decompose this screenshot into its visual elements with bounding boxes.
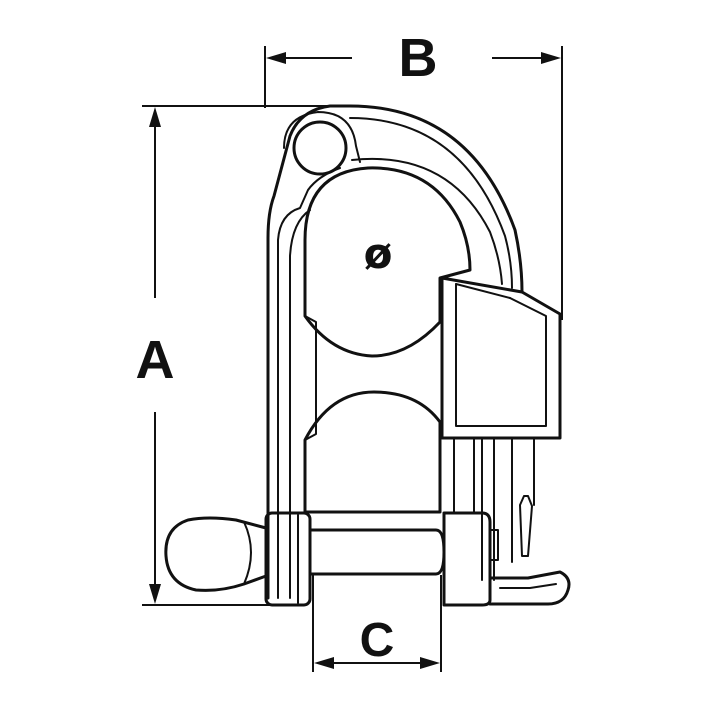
body-middle-left-edge (304, 315, 317, 441)
dimension-b-label: B (399, 28, 438, 88)
pin-handle-knob (164, 516, 268, 592)
dimension-b-arrow-left (266, 52, 286, 64)
pin-release-lever (488, 570, 571, 606)
pin-latch-tab (489, 529, 499, 561)
dimension-c-arrow-left (314, 657, 334, 669)
pin-left-collar (264, 511, 312, 607)
upper-opening (303, 166, 472, 358)
dimension-c-label: C (360, 614, 395, 667)
body-outer-outline (266, 104, 524, 600)
pin-handle-ring (243, 521, 252, 585)
pin-shaft (308, 528, 446, 576)
diameter-symbol: ø (364, 229, 393, 278)
body-left-rib-2 (289, 209, 311, 599)
lower-opening (303, 390, 442, 514)
shackle-pin (164, 511, 571, 607)
dimension-b: B (264, 28, 563, 320)
body-arc-band (351, 158, 503, 285)
body-arc-inner-outline (349, 117, 513, 289)
hinge-pin (292, 120, 348, 176)
hinge-pin-housing (283, 111, 361, 163)
dimension-c: C (312, 575, 442, 672)
dimension-c-arrow-right (420, 657, 440, 669)
latch-block (440, 276, 562, 581)
latch-block-top-edge (455, 283, 511, 299)
pin-release-lever-detail (499, 583, 557, 589)
dimension-b-arrow-right (541, 52, 561, 64)
dimension-a-arrow-top (149, 107, 161, 127)
latch-block-outline (440, 276, 562, 440)
dimension-a: A (136, 105, 345, 606)
dimension-a-label: A (136, 330, 175, 390)
shackle-body: ø (266, 104, 524, 600)
dimension-a-arrow-bottom (149, 584, 161, 604)
latch-block-face (455, 283, 547, 427)
body-left-rib (277, 167, 341, 599)
pin-right-collar (442, 511, 492, 607)
cotter-pin (519, 495, 533, 557)
